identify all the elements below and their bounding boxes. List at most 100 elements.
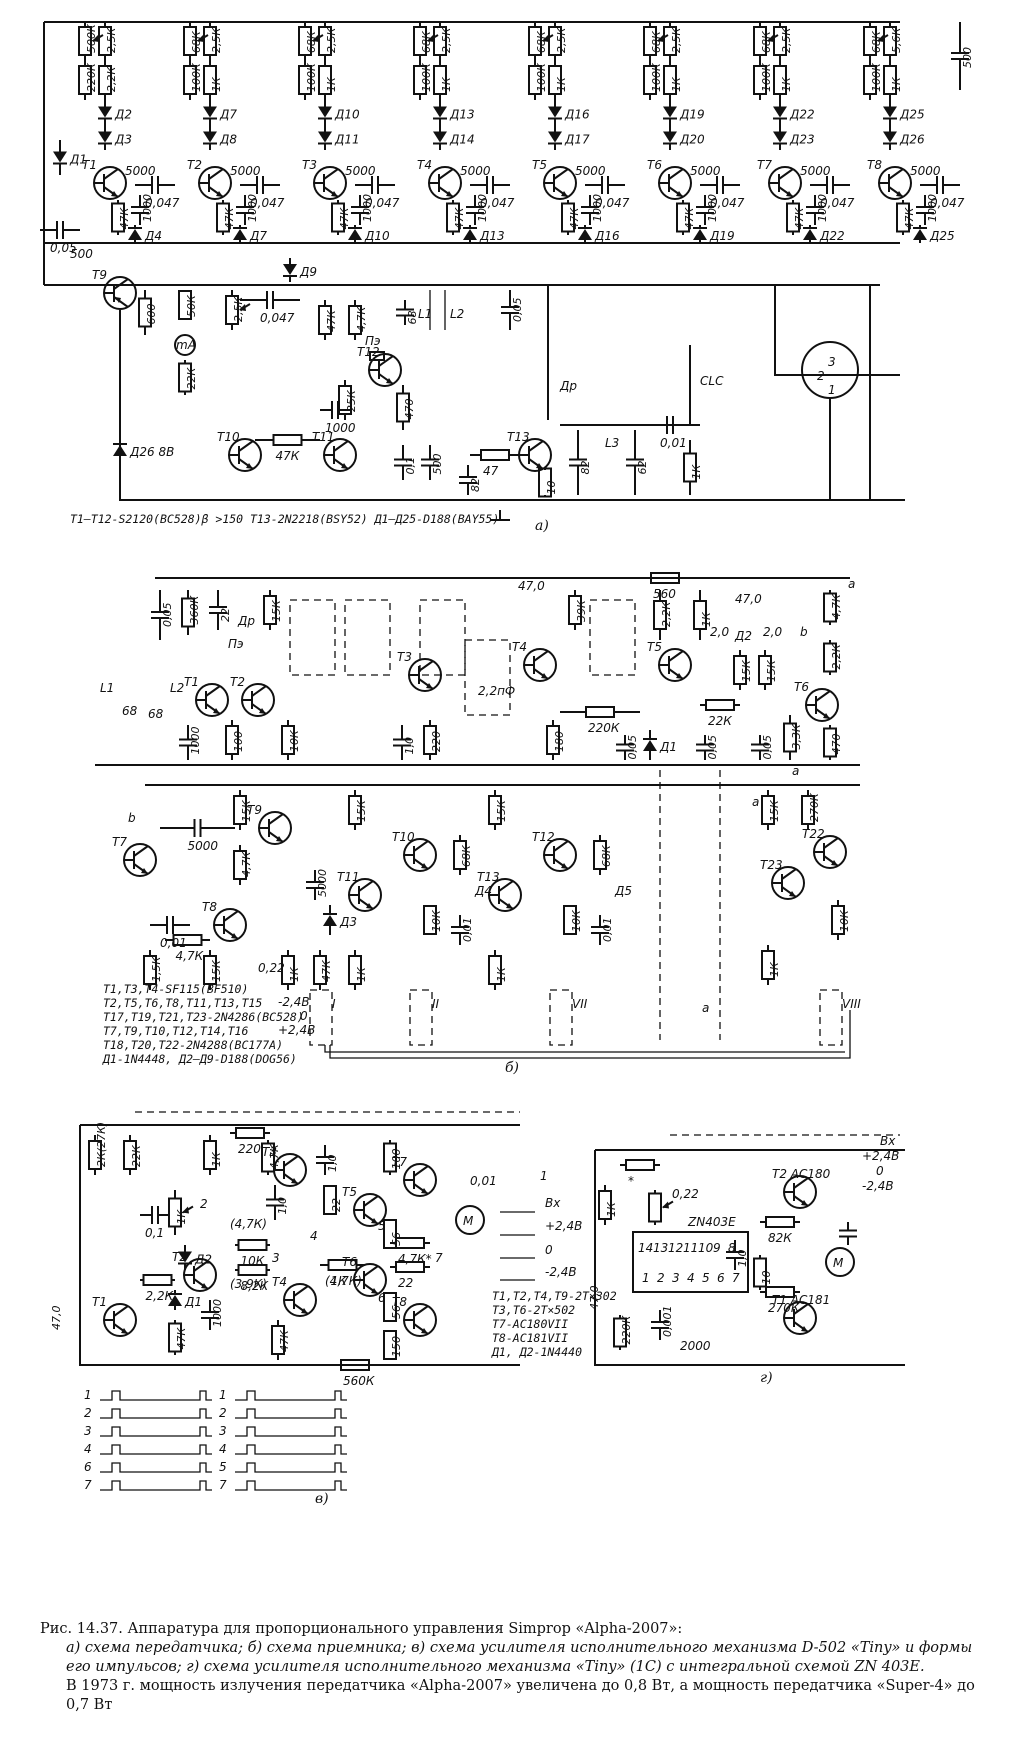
- diode: [168, 1295, 182, 1306]
- wire: [815, 690, 831, 702]
- waveform-label: 2: [219, 1406, 227, 1420]
- resistor: [598, 1190, 612, 1220]
- transistor-label: Т2: [187, 158, 202, 172]
- capacitor-value: 1000: [141, 194, 154, 222]
- capacitor-value: 0,1: [145, 1226, 164, 1240]
- transistor-label: Т6: [647, 158, 662, 172]
- transistor-label: Т10: [392, 830, 415, 844]
- wire: [413, 1305, 429, 1317]
- resistor-value: 47К: [793, 207, 806, 230]
- capacitor-value: 2000: [680, 1339, 711, 1353]
- wire: [133, 845, 149, 857]
- wire: [235, 1444, 347, 1455]
- node-label: a: [792, 764, 799, 778]
- resistor-value: 220: [430, 731, 443, 752]
- connector-label: VIII: [842, 997, 861, 1011]
- ic-pin-label: 6: [717, 1271, 725, 1285]
- panel-v-legend-line: Д1, Д2-1N4440: [491, 1345, 582, 1359]
- resistor: [203, 65, 217, 95]
- panel-b-legend-line: Т1,Т3,Т4-SF115(BF510): [103, 982, 248, 996]
- resistor: [313, 955, 327, 985]
- resistor: [318, 305, 332, 335]
- capacitor-value: 0,047: [250, 196, 285, 210]
- resistor: [761, 950, 775, 980]
- waveform-label: 1: [84, 1388, 92, 1402]
- resistor: [78, 65, 92, 95]
- diode: [548, 131, 562, 143]
- capacitor-value: 1000: [816, 194, 829, 222]
- resistor-value: 100: [390, 1149, 403, 1170]
- diode: [773, 131, 787, 143]
- panel-b-legend-line: Т7,Т9,Т10,Т12,Т14,Т16: [103, 1024, 248, 1038]
- resistor: [883, 26, 897, 56]
- figure-caption: Рис. 14.37. Аппаратура для пропорциональ…: [40, 1620, 995, 1715]
- diode: [203, 106, 217, 118]
- wiper: [312, 35, 319, 42]
- servo-connector: [819, 989, 843, 1046]
- connector-label: I: [332, 997, 336, 1011]
- diode-label: Д16: [564, 108, 590, 122]
- diode: [433, 106, 447, 118]
- resistor-value: 50К: [185, 294, 198, 317]
- coil-label: L2: [450, 307, 464, 321]
- resistor: [261, 1142, 275, 1173]
- resistor: [568, 595, 582, 625]
- resistor-value: 2,5К: [780, 27, 793, 53]
- ic-pin-label: 1: [642, 1271, 650, 1285]
- diode: [433, 131, 447, 143]
- capacitor-value: 0,001: [661, 1306, 674, 1338]
- resistor: [831, 905, 845, 935]
- resistor-value: 100К: [420, 62, 433, 92]
- resistor: [298, 65, 312, 95]
- resistor-value: 1К: [210, 76, 223, 92]
- resistor: [823, 642, 837, 673]
- diode-label: Д19: [679, 108, 705, 122]
- capacitor-value: 5000: [125, 164, 156, 178]
- rail-label: -2,4В: [278, 995, 310, 1009]
- capacitor-value: 0,1: [404, 457, 417, 475]
- resistor: [340, 1359, 370, 1371]
- terminal-label: +2,4В: [862, 1149, 899, 1163]
- emitter-arrow: [801, 1326, 808, 1332]
- resistor-value: 150: [390, 1336, 403, 1357]
- diode-label: Д2: [114, 108, 132, 122]
- resistor-value: 470: [403, 399, 416, 420]
- transistor-label: Т6: [342, 1255, 357, 1269]
- resistor-value: 100К: [535, 62, 548, 92]
- resistor-value: 220К: [85, 62, 98, 92]
- resistor: [676, 202, 690, 233]
- wire: [823, 837, 839, 849]
- resistor-value: (4,7К): [325, 1274, 362, 1288]
- resistor-value: 1К: [890, 76, 903, 92]
- transistor-label: Т4: [512, 640, 527, 654]
- wiper: [877, 35, 884, 42]
- diode: [663, 131, 677, 143]
- pin-label: 3: [828, 355, 836, 369]
- resistor-value: 39К: [575, 599, 588, 622]
- resistor-value: 1К: [555, 76, 568, 92]
- capacitor-value: 0,01: [660, 436, 687, 450]
- wire: [100, 1462, 212, 1473]
- resistor-value: 22К: [185, 367, 198, 390]
- resistor: [395, 1261, 425, 1273]
- resistor-value: 1К: [768, 961, 781, 977]
- resistor: [183, 65, 197, 95]
- panel-a-legend: Т1–Т12-S2120(BC528)β >150 Т13-2N2218(BSY…: [70, 512, 499, 526]
- resistor-value: 1К: [325, 76, 338, 92]
- emitter-arrow: [426, 683, 433, 689]
- terminal-label: -2,4В: [862, 1179, 894, 1193]
- resistor-value: 2,2К: [660, 601, 673, 627]
- transistor-label: Т3: [397, 650, 412, 664]
- diode-label: Д8: [219, 133, 237, 147]
- capacitor-value: 1000: [246, 194, 259, 222]
- capacitor-value: 82: [579, 461, 592, 475]
- resistor: [423, 725, 437, 755]
- diode: [348, 229, 362, 240]
- emitter-arrow: [366, 903, 373, 909]
- capacitor-value: 0,05: [50, 241, 77, 255]
- resistor-value: 68К: [460, 844, 473, 867]
- diode-label: Д3: [114, 133, 132, 147]
- resistor-value: 47К: [325, 309, 338, 332]
- panel-v-label: в): [315, 1491, 329, 1507]
- capacitor-value: 5000: [575, 164, 606, 178]
